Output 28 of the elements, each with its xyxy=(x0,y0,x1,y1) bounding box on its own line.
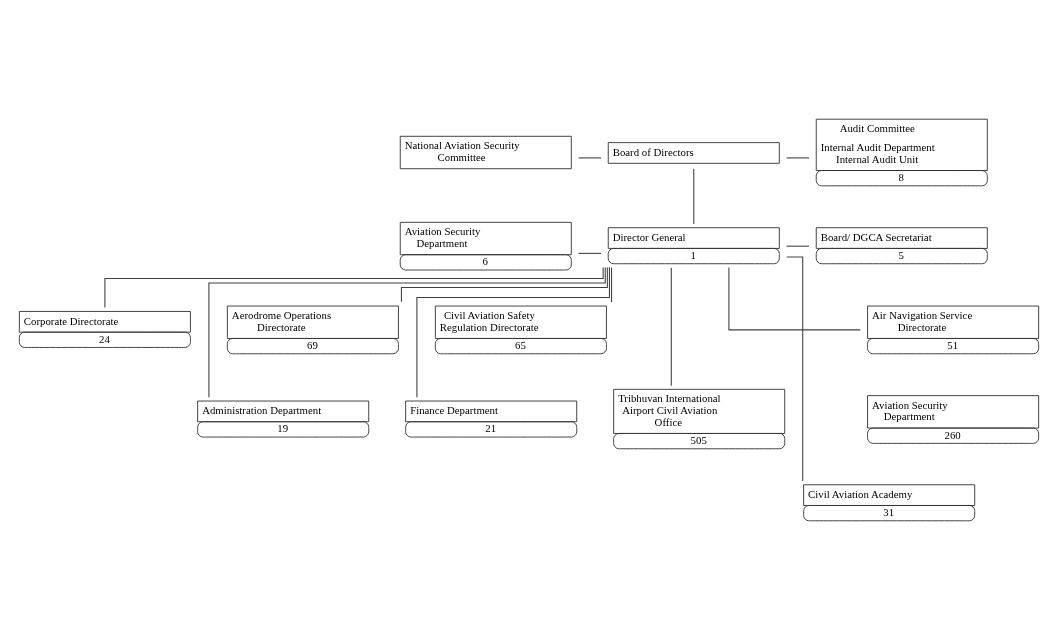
node-label: 8 xyxy=(898,170,905,183)
connector xyxy=(578,156,602,158)
node-label: 6 xyxy=(482,254,489,267)
node-label: 24 xyxy=(99,332,110,345)
node-label: 19 xyxy=(277,421,289,434)
connector xyxy=(578,252,602,254)
node-label: 260 xyxy=(944,428,961,440)
connector xyxy=(693,167,695,225)
node-label: 69 xyxy=(307,338,318,351)
node-box: Board of Directors xyxy=(607,141,780,164)
connector xyxy=(416,266,610,398)
connector xyxy=(786,245,810,247)
node-label: 21 xyxy=(485,421,497,434)
connector xyxy=(208,266,606,398)
connector xyxy=(400,266,608,302)
node-box: National Aviation Security Committee xyxy=(399,135,572,169)
node-label: 505 xyxy=(690,433,707,446)
node-label: 51 xyxy=(947,338,959,351)
node-label: 31 xyxy=(883,505,895,518)
node-label: 1 xyxy=(690,248,697,261)
connector xyxy=(104,266,604,308)
node-label: 5 xyxy=(898,248,905,261)
connector xyxy=(786,156,810,158)
node-label: 65 xyxy=(515,338,526,351)
connector xyxy=(786,255,804,481)
connector xyxy=(611,266,613,302)
connector xyxy=(728,266,861,330)
connector xyxy=(670,266,672,386)
